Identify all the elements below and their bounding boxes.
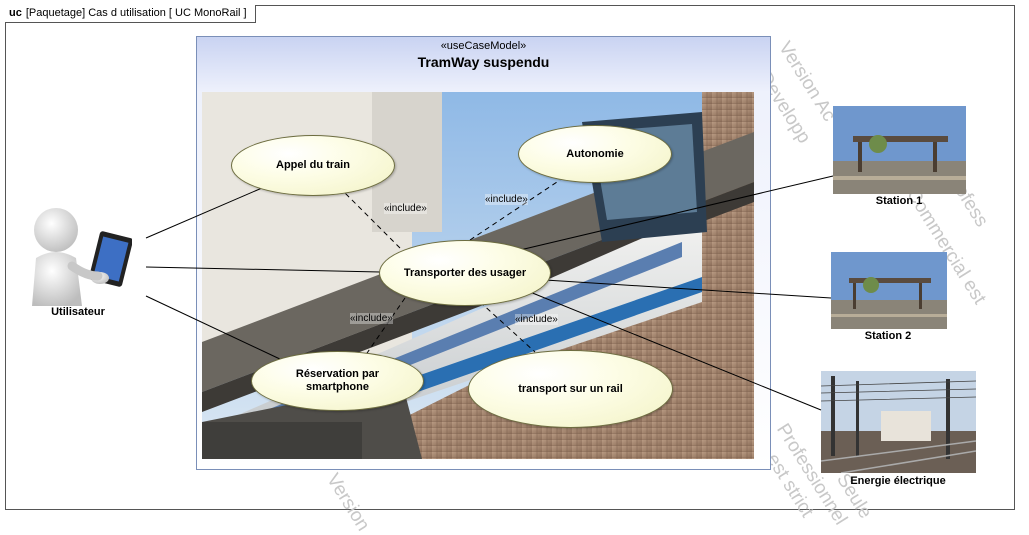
use-case-label: Réservation par smartphone bbox=[295, 368, 380, 393]
use-case-label: transport sur un rail bbox=[518, 382, 623, 395]
frame-keyword: uc bbox=[9, 7, 22, 19]
actor-label-station-2: Station 2 bbox=[864, 330, 912, 342]
diagram-frame bbox=[5, 5, 1015, 510]
include-label: «include» bbox=[515, 314, 558, 325]
actor-label-station-1: Station 1 bbox=[875, 195, 923, 207]
include-label: «include» bbox=[350, 313, 393, 324]
package-stereotype: «useCaseModel» bbox=[440, 40, 527, 52]
frame-title: [Paquetage] Cas d utilisation [ UC MonoR… bbox=[25, 7, 247, 19]
include-label: «include» bbox=[384, 203, 427, 214]
use-case-transport-sur-un-rail[interactable]: transport sur un rail bbox=[468, 350, 673, 428]
use-case-label: Transporter des usager bbox=[403, 266, 527, 279]
include-label: «include» bbox=[485, 194, 528, 205]
actor-label-energie: Energie électrique bbox=[850, 475, 946, 487]
diagram-frame-tab: uc[Paquetage] Cas d utilisation [ UC Mon… bbox=[5, 5, 256, 23]
use-case-transporter-des-usager[interactable]: Transporter des usager bbox=[379, 240, 551, 306]
use-case-label: Autonomie bbox=[566, 147, 624, 160]
use-case-appel-du-train[interactable]: Appel du train bbox=[231, 135, 395, 196]
station-1-image[interactable] bbox=[833, 106, 966, 194]
use-case-reservation-par-smartphone[interactable]: Réservation par smartphone bbox=[251, 351, 424, 411]
actor-label-utilisateur: Utilisateur bbox=[51, 306, 105, 318]
utilisateur-actor-figure[interactable] bbox=[20, 206, 132, 306]
station-2-image[interactable] bbox=[831, 252, 947, 329]
use-case-label: Appel du train bbox=[276, 159, 350, 171]
energie-electrique-image[interactable] bbox=[821, 371, 976, 473]
use-case-autonomie[interactable]: Autonomie bbox=[518, 125, 672, 183]
package-name: TramWay suspendu bbox=[417, 54, 550, 70]
